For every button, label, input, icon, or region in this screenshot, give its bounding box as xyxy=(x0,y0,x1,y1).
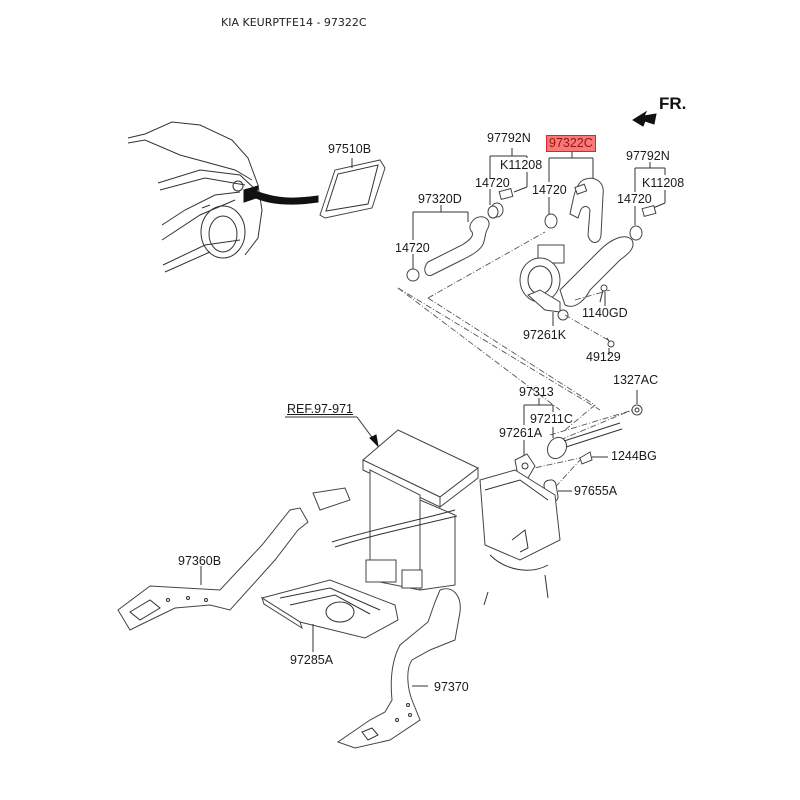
part-label-14720-right[interactable]: 14720 xyxy=(617,192,652,206)
part-label-97370[interactable]: 97370 xyxy=(434,680,469,694)
arrow-front-icon xyxy=(632,110,657,127)
part-97320D-hose xyxy=(424,216,490,277)
leader-lines-97792N-right xyxy=(634,162,666,225)
leader-lines-97792N-left xyxy=(489,148,528,205)
part-label-97211C[interactable]: 97211C xyxy=(530,412,573,426)
part-label-97261K[interactable]: 97261K xyxy=(523,328,567,342)
part-label-14720-left-top[interactable]: 14720 xyxy=(475,176,510,190)
part-label-14720-center[interactable]: 14720 xyxy=(532,183,567,197)
part-97510B-grille xyxy=(319,158,386,219)
leader-lines-97320D xyxy=(412,205,469,270)
part-97211C xyxy=(546,422,623,460)
heater-unit-assembly xyxy=(312,429,561,606)
assembly-dash-lines xyxy=(397,231,634,496)
diagram-title: KIA KEURPTFE14 - 97322C xyxy=(221,16,367,29)
part-label-1327AC[interactable]: 1327AC xyxy=(613,373,659,387)
leader-lines-97313 xyxy=(523,398,554,456)
bolt-1140GD xyxy=(599,284,608,306)
ref-leader xyxy=(285,416,379,448)
part-label-97285A[interactable]: 97285A xyxy=(290,653,334,667)
clip-14720-left-upper xyxy=(487,205,499,219)
part-label-K11208-right[interactable]: K11208 xyxy=(642,176,685,190)
car-rear-illustration xyxy=(127,121,263,273)
part-label-97322C-selected[interactable]: 97322C xyxy=(546,135,596,152)
part-97360B-duct xyxy=(117,507,309,631)
bolt-49129 xyxy=(606,337,615,355)
part-label-97655A[interactable]: 97655A xyxy=(574,484,618,498)
part-label-97313[interactable]: 97313 xyxy=(519,385,554,399)
part-97261K-pump xyxy=(519,236,634,326)
part-label-97360B[interactable]: 97360B xyxy=(178,554,222,568)
part-label-K11208-left[interactable]: K11208 xyxy=(500,158,543,172)
leader-lines-97322C xyxy=(548,152,594,214)
reference-label[interactable]: REF.97-971 xyxy=(287,402,354,416)
part-label-97261A[interactable]: 97261A xyxy=(499,426,543,440)
part-label-97792N-left[interactable]: 97792N xyxy=(487,131,531,145)
nut-1327AC xyxy=(631,390,643,416)
bolt-1244BG xyxy=(579,451,608,465)
part-label-1140GD[interactable]: 1140GD xyxy=(582,306,628,320)
part-label-97792N-right[interactable]: 97792N xyxy=(626,149,670,163)
part-97285A-tray xyxy=(260,579,399,652)
callout-arrow xyxy=(255,191,319,205)
part-label-49129[interactable]: 49129 xyxy=(586,350,621,364)
part-97322C-hose xyxy=(569,177,604,243)
clip-14720-right xyxy=(629,204,657,241)
part-97370-duct xyxy=(336,588,461,749)
part-label-97320D[interactable]: 97320D xyxy=(418,192,462,206)
part-label-1244BG[interactable]: 1244BG xyxy=(611,449,657,463)
part-label-97510B[interactable]: 97510B xyxy=(328,142,372,156)
clip-14720-center xyxy=(544,213,558,229)
front-direction-label: FR. xyxy=(659,94,687,113)
part-label-14720-left-bottom[interactable]: 14720 xyxy=(395,241,430,255)
clip-14720-left-bottom xyxy=(406,268,420,282)
